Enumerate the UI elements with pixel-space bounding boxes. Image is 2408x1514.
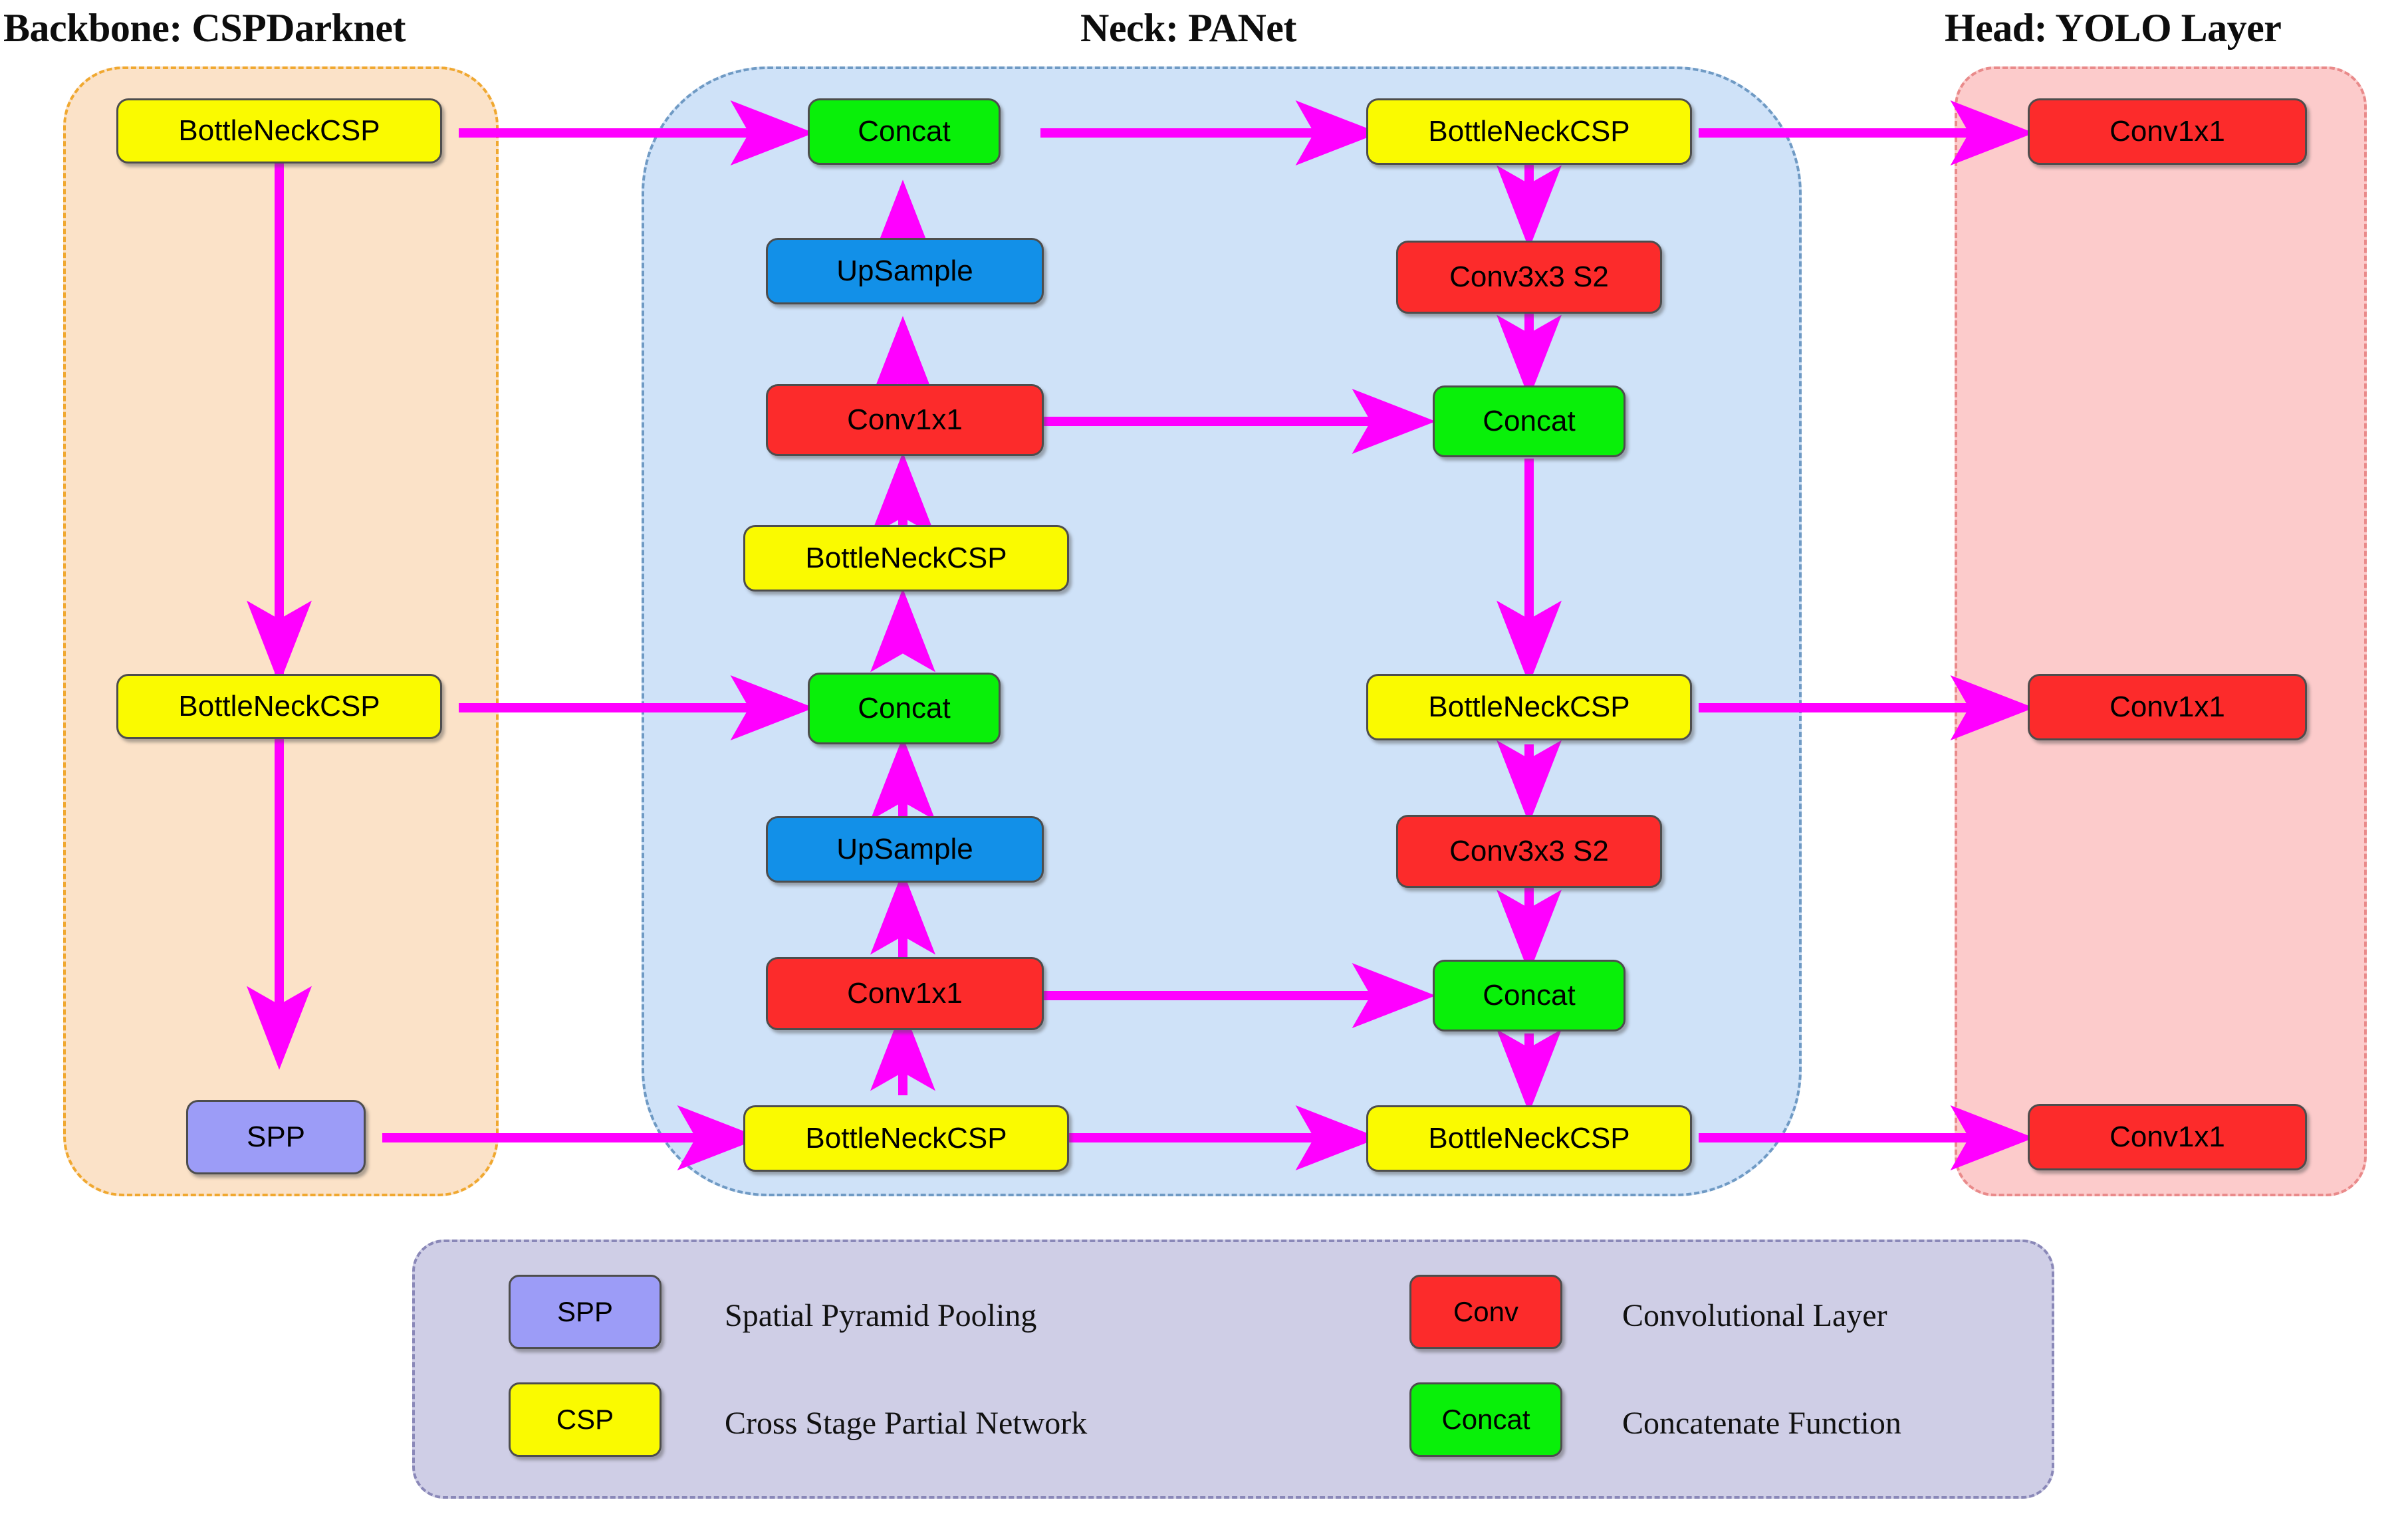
- legend-chip-concat: Concat: [1409, 1382, 1562, 1457]
- title-backbone: Backbone: CSPDarknet: [3, 6, 406, 50]
- title-head: Head: YOLO Layer: [1945, 6, 2282, 50]
- node-neck-concat-mid[interactable]: Concat: [808, 673, 1001, 744]
- node-neck-csp-right-1[interactable]: BottleNeckCSP: [1366, 98, 1692, 165]
- node-backbone-csp-1[interactable]: BottleNeckCSP: [116, 98, 442, 163]
- legend-label-spp: Spatial Pyramid Pooling: [725, 1298, 1037, 1333]
- legend-label-concat: Concatenate Function: [1622, 1406, 1901, 1441]
- node-head-conv-2[interactable]: Conv1x1: [2028, 674, 2307, 740]
- node-head-conv-3[interactable]: Conv1x1: [2028, 1104, 2307, 1170]
- node-neck-conv3x3-2[interactable]: Conv3x3 S2: [1396, 815, 1662, 888]
- legend-label-csp: Cross Stage Partial Network: [725, 1406, 1088, 1441]
- node-neck-upsample-top[interactable]: UpSample: [766, 238, 1044, 304]
- node-neck-concat-top[interactable]: Concat: [808, 98, 1001, 165]
- node-neck-csp-right-3[interactable]: BottleNeckCSP: [1366, 1105, 1692, 1172]
- node-neck-csp-bottom[interactable]: BottleNeckCSP: [743, 1105, 1069, 1172]
- node-head-conv-1[interactable]: Conv1x1: [2028, 98, 2307, 165]
- node-backbone-csp-2[interactable]: BottleNeckCSP: [116, 674, 442, 739]
- legend-chip-spp: SPP: [509, 1275, 662, 1349]
- node-neck-csp-mid[interactable]: BottleNeckCSP: [743, 525, 1069, 592]
- node-neck-conv-top[interactable]: Conv1x1: [766, 384, 1044, 456]
- region-legend: [412, 1240, 2054, 1499]
- legend-label-conv: Convolutional Layer: [1622, 1298, 1887, 1333]
- legend-chip-conv: Conv: [1409, 1275, 1562, 1349]
- node-neck-conv-bottom[interactable]: Conv1x1: [766, 957, 1044, 1030]
- title-neck: Neck: PANet: [1080, 6, 1296, 50]
- node-neck-concat-right-1[interactable]: Concat: [1433, 385, 1625, 457]
- region-backbone: [63, 66, 499, 1196]
- region-head: [1955, 66, 2367, 1196]
- node-neck-concat-right-2[interactable]: Concat: [1433, 960, 1625, 1031]
- node-backbone-spp[interactable]: SPP: [186, 1100, 366, 1174]
- node-neck-upsample-bottom[interactable]: UpSample: [766, 816, 1044, 883]
- node-neck-csp-right-2[interactable]: BottleNeckCSP: [1366, 674, 1692, 740]
- legend-chip-csp: CSP: [509, 1382, 662, 1457]
- node-neck-conv3x3-1[interactable]: Conv3x3 S2: [1396, 241, 1662, 314]
